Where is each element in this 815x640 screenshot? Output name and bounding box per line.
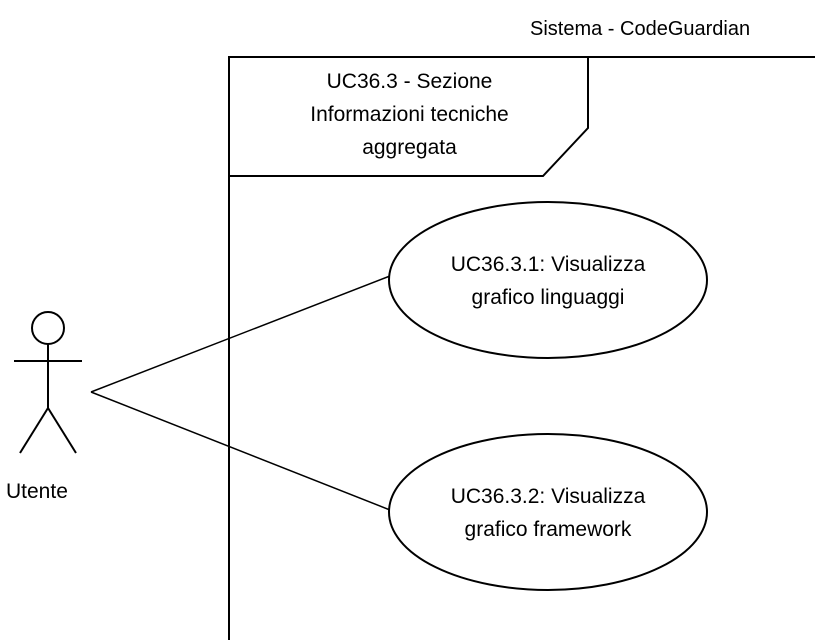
use-case-ellipse-1 bbox=[388, 201, 708, 359]
use-case-2-line-2: grafico framework bbox=[464, 518, 632, 541]
system-title: Sistema - CodeGuardian bbox=[530, 18, 751, 40]
frame-tab-line-3: aggregata bbox=[362, 136, 457, 159]
use-case-ellipse-2 bbox=[388, 433, 708, 591]
use-case-1-line-1: UC36.3.1: Visualizza bbox=[450, 253, 646, 276]
association-line-2 bbox=[90, 391, 391, 511]
use-case-2-line-1: UC36.3.2: Visualizza bbox=[450, 485, 646, 508]
use-case-1-line-2: grafico linguaggi bbox=[471, 286, 625, 309]
frame-tab-line-2: Informazioni tecniche bbox=[310, 103, 509, 126]
use-case-2-label: UC36.3.2: Visualizza grafico framework bbox=[398, 480, 698, 546]
frame-tab-line-1: UC36.3 - Sezione bbox=[326, 70, 493, 93]
actor-icon bbox=[14, 311, 82, 454]
use-case-1-label: UC36.3.1: Visualizza grafico linguaggi bbox=[398, 248, 698, 314]
frame-tab-title: UC36.3 - Sezione Informazioni tecniche a… bbox=[232, 65, 587, 164]
association-line-1 bbox=[90, 275, 391, 393]
frame-tab bbox=[229, 57, 589, 177]
actor-label: Utente bbox=[6, 480, 68, 503]
